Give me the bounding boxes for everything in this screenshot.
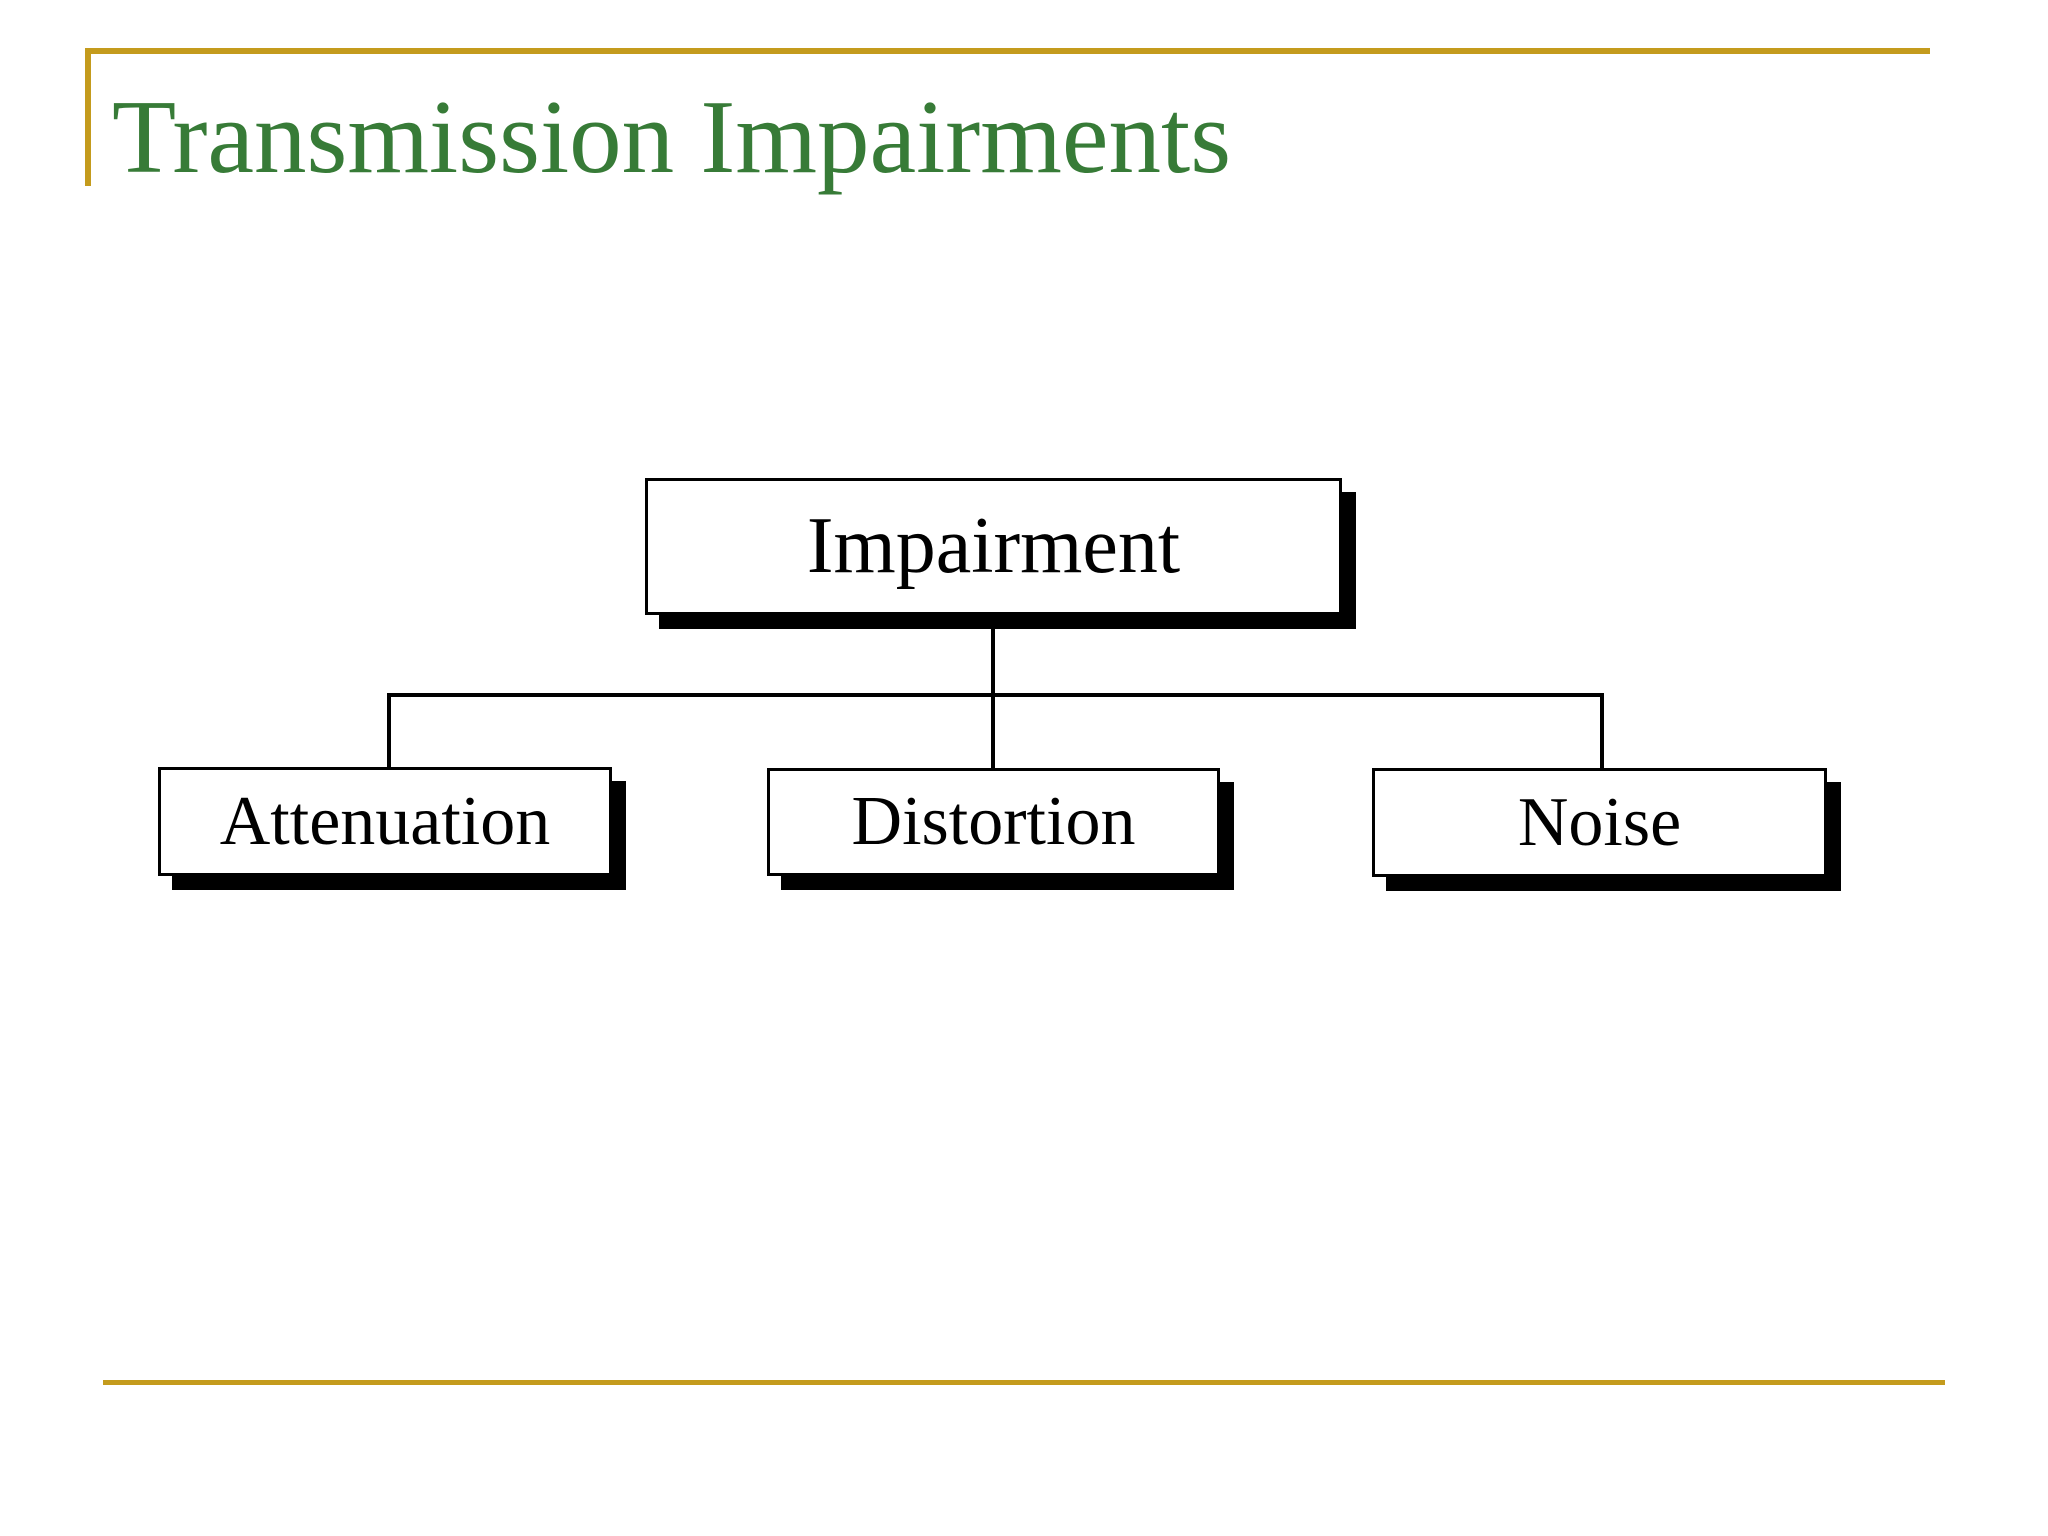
left-accent-rule [85,48,91,186]
bottom-accent-rule [103,1380,1945,1385]
connector-horizontal-bar [387,693,1604,697]
diagram-node-impairment: Impairment [645,478,1342,615]
connector-root-stem [991,615,995,697]
top-accent-rule [85,48,1930,54]
connector-drop-noise [1600,693,1604,770]
diagram-node-distortion: Distortion [767,768,1220,876]
connector-drop-attenuation [387,693,391,769]
diagram-node-distortion-label: Distortion [851,783,1136,860]
connector-drop-distortion [991,693,995,770]
diagram-node-impairment-label: Impairment [806,502,1181,590]
slide-title: Transmission Impairments [112,78,1232,195]
diagram-node-noise-label: Noise [1517,783,1682,861]
diagram-node-attenuation-label: Attenuation [219,782,551,860]
diagram-node-noise: Noise [1372,768,1827,877]
diagram-node-attenuation: Attenuation [158,767,612,876]
